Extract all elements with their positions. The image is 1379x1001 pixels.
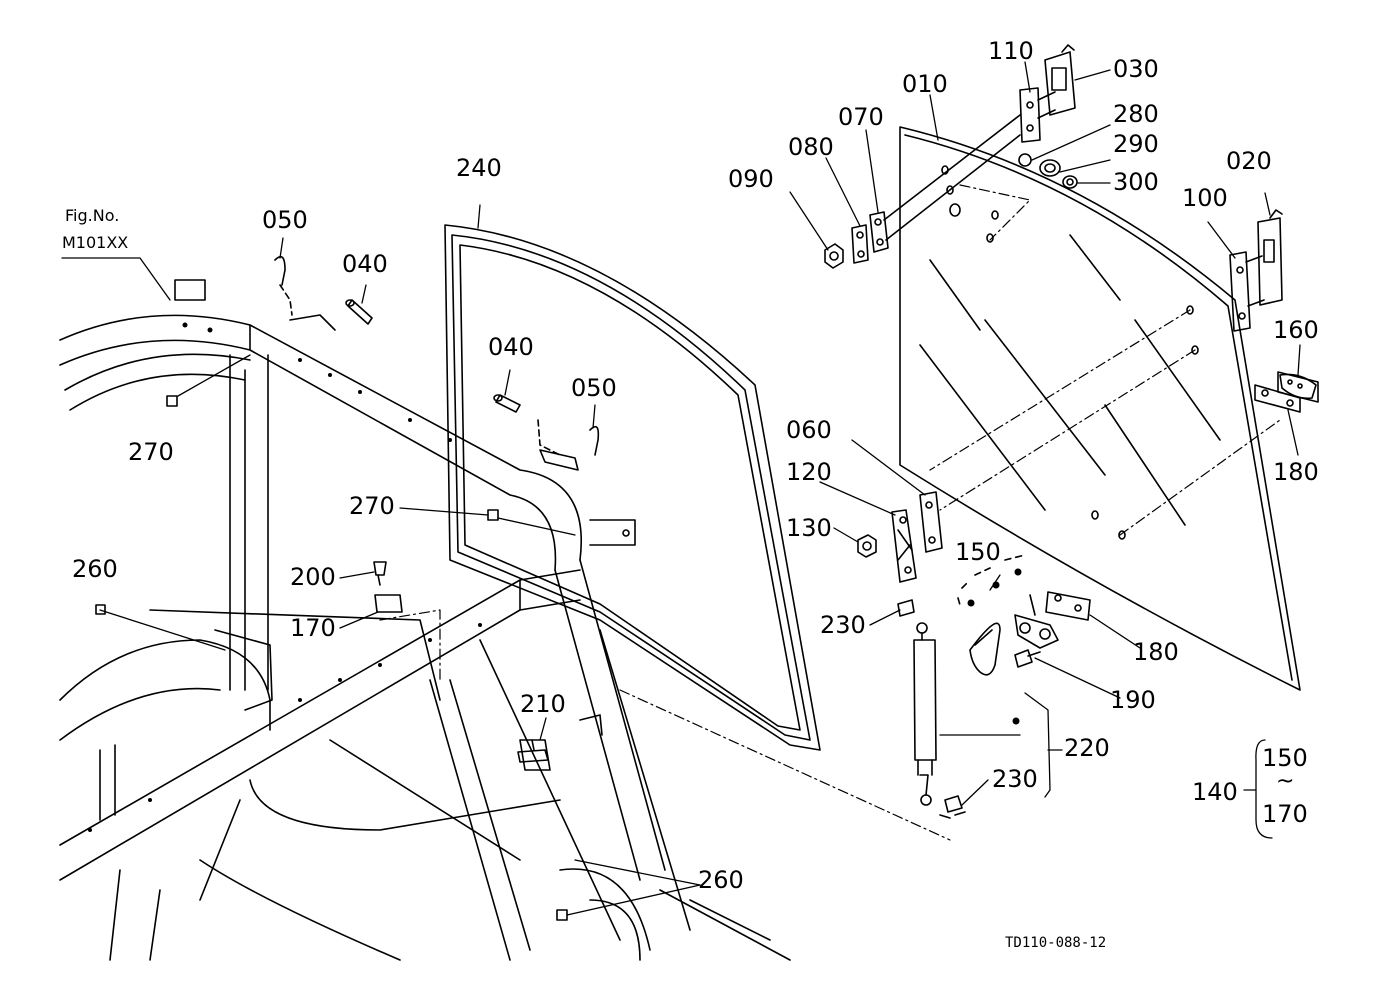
part-label-140: 140 bbox=[1192, 778, 1238, 806]
part-label-230-b: 230 bbox=[992, 765, 1038, 793]
latch-assembly bbox=[958, 555, 1090, 725]
part-label-100: 100 bbox=[1182, 184, 1228, 212]
part-label-050-b: 050 bbox=[571, 374, 617, 402]
drawing-number: TD110-088-12 bbox=[1005, 935, 1107, 951]
right-hinge bbox=[1230, 210, 1282, 331]
part-label-120: 120 bbox=[786, 458, 832, 486]
door-seal bbox=[445, 225, 820, 750]
part-label-110: 110 bbox=[988, 37, 1034, 65]
part-label-200: 200 bbox=[290, 563, 336, 591]
part-label-270-a: 270 bbox=[128, 438, 174, 466]
part-label-070: 070 bbox=[838, 103, 884, 131]
part-label-290: 290 bbox=[1113, 130, 1159, 158]
upper-hinge bbox=[825, 45, 1077, 268]
part-label-210: 210 bbox=[520, 690, 566, 718]
range-tilde: ~ bbox=[1276, 769, 1295, 794]
fig-no-value: M101XX bbox=[62, 233, 129, 252]
part-label-180-a: 180 bbox=[1273, 458, 1319, 486]
part-label-220: 220 bbox=[1064, 734, 1110, 762]
fig-no-label: Fig.No. bbox=[65, 206, 120, 225]
part-label-030: 030 bbox=[1113, 55, 1159, 83]
small-parts bbox=[96, 396, 567, 920]
part-label-040-a: 040 bbox=[342, 250, 388, 278]
part-label-170-a: 170 bbox=[290, 614, 336, 642]
part-label-150-b: 150 bbox=[1262, 744, 1308, 772]
part-label-050-a: 050 bbox=[262, 206, 308, 234]
part-label-160: 160 bbox=[1273, 316, 1319, 344]
part-label-240: 240 bbox=[456, 154, 502, 182]
part-label-130: 130 bbox=[786, 514, 832, 542]
part-label-020: 020 bbox=[1226, 147, 1272, 175]
part-label-170-b: 170 bbox=[1262, 800, 1308, 828]
alignment-lines bbox=[380, 185, 1280, 840]
part-label-230-a: 230 bbox=[820, 611, 866, 639]
part-label-060: 060 bbox=[786, 416, 832, 444]
part-label-260-b: 260 bbox=[698, 866, 744, 894]
part-label-090: 090 bbox=[728, 165, 774, 193]
part-label-180-b: 180 bbox=[1133, 638, 1179, 666]
door-glass bbox=[900, 127, 1300, 690]
part-label-260-a: 260 bbox=[72, 555, 118, 583]
part-label-190: 190 bbox=[1110, 686, 1156, 714]
part-label-270-b: 270 bbox=[349, 492, 395, 520]
part-label-010: 010 bbox=[902, 70, 948, 98]
part-label-300: 300 bbox=[1113, 168, 1159, 196]
part-label-150-a: 150 bbox=[955, 538, 1001, 566]
striker-plates bbox=[1255, 372, 1318, 412]
part-label-080: 080 bbox=[788, 133, 834, 161]
pins bbox=[275, 257, 598, 470]
part-label-280: 280 bbox=[1113, 100, 1159, 128]
cab-frame bbox=[60, 280, 790, 960]
gas-strut bbox=[898, 600, 965, 818]
leader-lines bbox=[62, 62, 1300, 915]
lower-hinge bbox=[858, 492, 942, 582]
part-label-040-b: 040 bbox=[488, 333, 534, 361]
